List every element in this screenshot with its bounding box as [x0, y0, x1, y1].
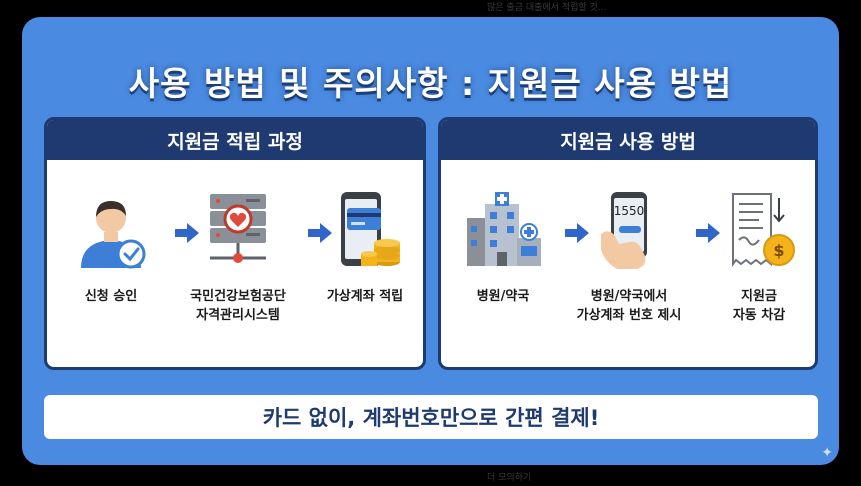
svg-text:$: $ — [773, 241, 784, 260]
arrow-right-icon — [565, 223, 589, 243]
usage-panel: 지원금 사용 방법 — [438, 117, 818, 370]
step-label-line: 국민건강보험공단 — [190, 289, 286, 304]
step-label-line: 가상계좌 번호 제시 — [576, 308, 682, 323]
step-auto-deduction: $ 지원금 자동 차감 — [699, 190, 815, 325]
bottom-faint-text: 더 모의하기 — [487, 473, 532, 483]
phone-number-display: 1550 — [613, 204, 645, 218]
step-virtual-account-accumulation: 가상계좌 적립 — [305, 190, 423, 306]
person-check-icon — [71, 190, 151, 270]
hospital-icon — [463, 190, 543, 270]
phone-card-coins-icon — [325, 190, 405, 270]
step-label-line: 가상계좌 적립 — [326, 289, 404, 304]
step-label-line: 병원/약국 — [476, 289, 530, 304]
arrow-right-icon — [175, 223, 199, 243]
page-title: 사용 방법 및 주의사항 : 지원금 사용 방법 — [128, 64, 733, 103]
arrow-right-icon — [308, 223, 332, 243]
step-present-account-number: 1550 병원/약국에서 가상계좌 번호 제시 — [569, 190, 689, 325]
step-label-line: 병원/약국에서 — [590, 289, 668, 304]
usage-panel-header: 지원금 사용 방법 — [441, 120, 815, 160]
sparkle-icon: ✦ — [821, 445, 833, 461]
bottom-banner: 카드 없이, 계좌번호만으로 간편 결제! — [44, 395, 818, 439]
accumulation-panel-header: 지원금 적립 과정 — [47, 120, 423, 160]
step-application-approval: 신청 승인 — [51, 190, 171, 306]
top-faint-text: 많은 출금 대출에서 적립할 것... — [487, 3, 607, 13]
step-hospital-pharmacy: 병원/약국 — [443, 190, 563, 306]
accumulation-panel: 지원금 적립 과정 신청 승인 — [44, 117, 426, 370]
server-icon — [198, 190, 278, 270]
step-label-line: 지원금 — [741, 289, 777, 304]
step-label-line: 신청 승인 — [84, 289, 138, 304]
info-card: 사용 방법 및 주의사항 : 지원금 사용 방법 지원금 적립 과정 신청 승인 — [22, 17, 839, 465]
step-nhis-system: 국민건강보험공단 자격관리시스템 — [178, 190, 298, 325]
receipt-coin-icon: $ — [719, 190, 799, 270]
hand-phone-icon — [589, 190, 669, 270]
step-label-line: 자동 차감 — [732, 308, 786, 323]
arrow-right-icon — [696, 223, 720, 243]
step-label-line: 자격관리시스템 — [196, 308, 280, 323]
